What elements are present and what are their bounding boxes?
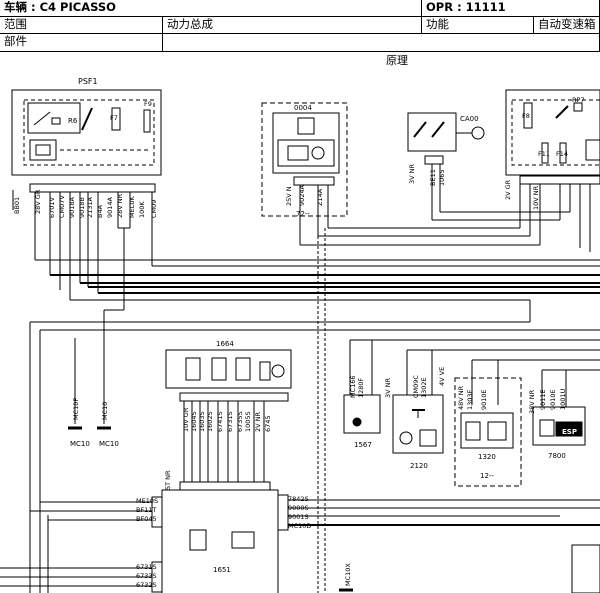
right-fuse-f11: F11	[538, 150, 550, 158]
ground-mc10x-wire: MC10X	[344, 563, 352, 586]
wire-mc10d: MC10D	[288, 522, 311, 530]
wire-9000s: 9000S	[288, 504, 309, 512]
psf1-relay-label: R6	[68, 117, 78, 125]
c7800-pin-a: 9011E	[539, 389, 547, 410]
c1567-label: 1567	[354, 441, 372, 449]
title-block: 车辆 : C4 PICASSO OPR : 11111 范围 动力总成 功能 自…	[0, 0, 600, 52]
part-label-cell: 部件	[0, 34, 163, 52]
function-label-cell: 功能	[422, 17, 534, 34]
wire-6701v: 6701V	[48, 196, 56, 218]
right-conn-b: 10V NR	[532, 185, 540, 210]
wire-6745: 6745	[264, 415, 272, 432]
ground-mc10-wire: MC10	[101, 402, 109, 420]
wire-me10s: ME10S	[136, 497, 158, 505]
wire-6732s: 6732S	[136, 581, 157, 589]
wire-28v-gr: 28V GR	[34, 189, 42, 214]
right-relay: RP7	[572, 96, 585, 104]
c0004-conn-label: 25V N	[285, 186, 293, 206]
wire-28v-nr: 28V NR	[116, 193, 124, 218]
c1651-conn-b: 5T NR	[164, 470, 172, 490]
right-fuse-f8: F8	[522, 112, 530, 120]
psf1-fuse-f9: F9	[144, 100, 152, 108]
c1320-conn: 48V NR	[457, 385, 465, 410]
ref-12: 12--	[480, 472, 494, 480]
wire-9014a: 9014A	[106, 196, 114, 218]
c2120-conn-b: 4V VE	[438, 367, 446, 386]
wire-bf045: BF045	[136, 515, 157, 523]
c2120-conn-a: 3V NR	[384, 377, 392, 398]
c2120-pin-a: CM09C	[412, 375, 420, 398]
wire-cm07v: CM07V	[58, 195, 66, 218]
c7800-pin-c: 1001U	[559, 388, 567, 410]
ref-72: 72--	[296, 210, 310, 218]
psf1-label: PSF1	[78, 77, 98, 86]
c1320-pin-b: 9010E	[480, 389, 488, 410]
wire-6731s-b: 6731S	[136, 563, 157, 571]
wire-6735s: 6735S	[236, 411, 244, 432]
wire-1602s: 1602S	[206, 411, 214, 432]
ground-mc10-label: MC10	[99, 440, 119, 448]
ca00-pin-a: BE11	[429, 169, 437, 186]
wire-b4a: B4A	[96, 204, 104, 218]
c0004-pin-b: Z14A	[316, 188, 324, 206]
wire-1603s: 1603S	[198, 411, 206, 432]
wire-9018a: 9018A	[68, 196, 76, 218]
c2120-pin-b: 1302E	[420, 377, 428, 398]
c0004-pin-a: 9024A	[298, 184, 306, 206]
c1664-label: 1664	[216, 340, 234, 348]
ca00-conn-label: 3V NR	[408, 163, 416, 184]
c7800-conn: 38V NR	[528, 389, 536, 414]
wire-1604s: 1604S	[190, 411, 198, 432]
wire-bb01: BB01	[13, 197, 21, 214]
psf1-fuse-f7: F7	[110, 114, 118, 122]
scope-value-cell: 动力总成	[163, 17, 422, 34]
wire-9018b: 9018B	[78, 197, 86, 218]
c1320-pin-a: 1303E	[466, 389, 474, 410]
psf1-box	[11, 89, 162, 176]
wire-1005s: 1005S	[244, 411, 252, 432]
c0004-label: 0004	[294, 104, 312, 112]
wire-2v-nr: 2V NR	[254, 411, 262, 432]
wire-9001s: 9001S	[288, 513, 309, 521]
wire-7842s: 7842S	[288, 495, 309, 503]
vehicle-cell: 车辆 : C4 PICASSO	[0, 0, 422, 17]
right-fuse-f14: F14	[556, 150, 568, 158]
wire-cm09: CM09	[150, 200, 158, 218]
ground-mc10p-label: MC10	[70, 440, 90, 448]
wire-bf11t: BF11T	[136, 506, 156, 514]
c1320-label: 1320	[478, 453, 496, 461]
wire-6741s: 6741S	[216, 411, 224, 432]
diagram-title: 原理	[386, 54, 408, 67]
wire-mel0k: MEL0K	[128, 196, 136, 218]
c1651-label: 1651	[213, 566, 231, 574]
ca00-pin-b: 1065	[438, 169, 446, 186]
c7800-pin-b: 9010E	[549, 389, 557, 410]
wire-6733s: 6733S	[136, 572, 157, 580]
ca00-label: CA00	[460, 115, 479, 123]
scope-label-cell: 范围	[0, 17, 163, 34]
c1567-pin-a: MC166	[349, 375, 357, 398]
c7800-label: 7800	[548, 452, 566, 460]
c1567-pin-b: 1280F	[357, 377, 365, 398]
c2120-label: 2120	[410, 462, 428, 470]
c1664-conn-label: 10V GR	[182, 407, 190, 432]
wire-2131a: 2131A	[86, 196, 94, 218]
wire-100k: 100K	[138, 201, 146, 218]
wire-6731s: 6731S	[226, 411, 234, 432]
esp-label: ESP	[562, 428, 577, 436]
ground-mc10p-wire: MC10P	[72, 398, 80, 420]
right-conn-a: 2V GR	[504, 179, 512, 200]
